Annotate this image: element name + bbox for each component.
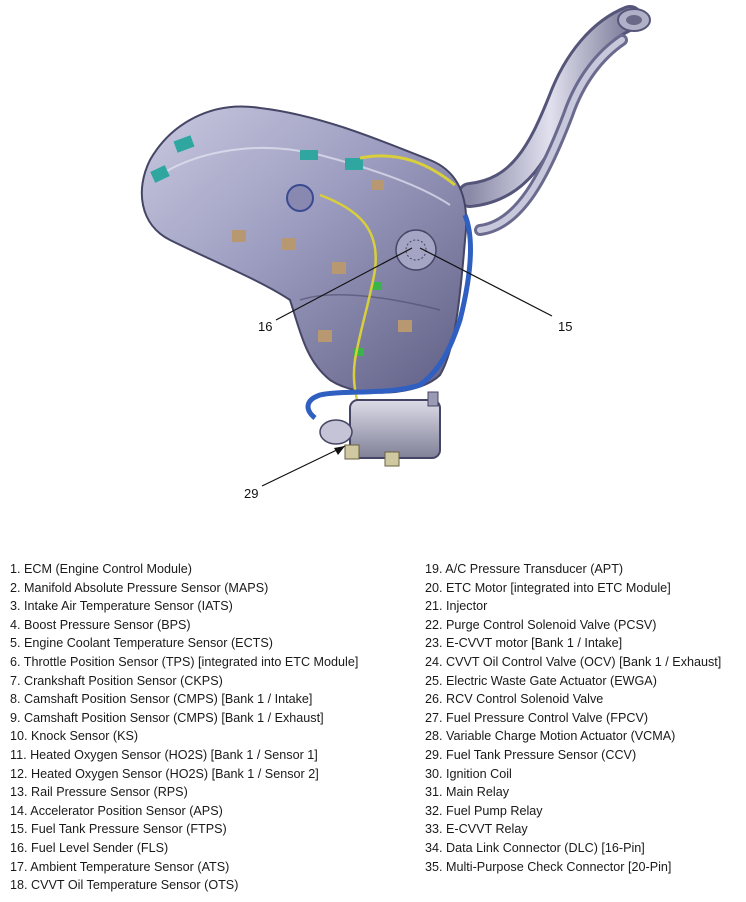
filler-neck-pipe [457,5,651,236]
legend-item: 30. Ignition Coil [425,766,512,781]
legend-item: 15. Fuel Tank Pressure Sensor (FTPS) [10,822,227,837]
legend-item: 22. Purge Control Solenoid Valve (PCSV) [425,617,657,632]
legend-item: 31. Main Relay [425,785,509,800]
legend-item: 11. Heated Oxygen Sensor (HO2S) [Bank 1 … [10,747,318,762]
legend-item: 21. Injector [425,599,488,614]
legend-item: 18. CVVT Oil Temperature Sensor (OTS) [10,878,239,893]
legend-item: 23. E-CVVT motor [Bank 1 / Intake] [425,636,623,651]
legend-item: 17. Ambient Temperature Sensor (ATS) [10,859,230,874]
callout-29: 29 [244,486,259,501]
legend-item: 3. Intake Air Temperature Sensor (IATS) [10,599,233,614]
legend-item: 25. Electric Waste Gate Actuator (EWGA) [425,673,657,688]
legend-item: 20. ETC Motor [integrated into ETC Modul… [425,580,671,595]
legend-item: 14. Accelerator Position Sensor (APS) [10,803,223,818]
fuel-tank [140,105,468,394]
legend-item: 24. CVVT Oil Control Valve (OCV) [Bank 1… [425,654,722,669]
legend-item: 8. Camshaft Position Sensor (CMPS) [Bank… [10,692,313,707]
legend-item: 1. ECM (Engine Control Module) [10,562,192,576]
legend-item: 4. Boost Pressure Sensor (BPS) [10,617,191,632]
component-legend: 1. ECM (Engine Control Module) 2. Manifo… [10,560,740,895]
fuel-tank-illustration [140,5,651,487]
legend-item: 34. Data Link Connector (DLC) [16-Pin] [425,840,645,855]
callout-15: 15 [558,319,573,334]
legend-column-right: 19. A/C Pressure Transducer (APT) 20. ET… [425,560,746,876]
leader-16 [275,247,413,321]
callout-16: 16 [258,319,273,334]
wiring-harness [319,193,377,406]
legend-item: 7. Crankshaft Position Sensor (CKPS) [10,673,223,688]
legend-item: 2. Manifold Absolute Pressure Sensor (MA… [10,580,269,595]
legend-item: 19. A/C Pressure Transducer (APT) [425,562,624,576]
legend-item: 9. Camshaft Position Sensor (CMPS) [Bank… [10,710,324,725]
legend-item: 32. Fuel Pump Relay [425,803,543,818]
legend-item: 5. Engine Coolant Temperature Sensor (EC… [10,636,273,651]
charcoal-canister [319,391,441,467]
legend-item: 26. RCV Control Solenoid Valve [425,692,604,707]
legend-item: 29. Fuel Tank Pressure Sensor (CCV) [425,747,637,762]
legend-item: 28. Variable Charge Motion Actuator (VCM… [425,729,676,744]
legend-item: 6. Throttle Position Sensor (TPS) [integ… [10,654,359,669]
legend-column-left: 1. ECM (Engine Control Module) 2. Manifo… [10,560,420,895]
fuel-system-diagram: 16 15 29 [140,5,651,501]
legend-item: 27. Fuel Pressure Control Valve (FPCV) [425,710,649,725]
legend-item: 12. Heated Oxygen Sensor (HO2S) [Bank 1 … [10,766,319,781]
legend-item: 13. Rail Pressure Sensor (RPS) [10,785,188,800]
leader-29 [261,445,346,487]
legend-item: 33. E-CVVT Relay [425,822,528,837]
legend-item: 10. Knock Sensor (KS) [10,729,139,744]
leader-15 [419,247,553,317]
fuel-line [305,214,473,420]
legend-item: 35. Multi-Purpose Check Connector [20-Pi… [425,859,672,874]
legend-item: 16. Fuel Level Sender (FLS) [10,840,169,855]
